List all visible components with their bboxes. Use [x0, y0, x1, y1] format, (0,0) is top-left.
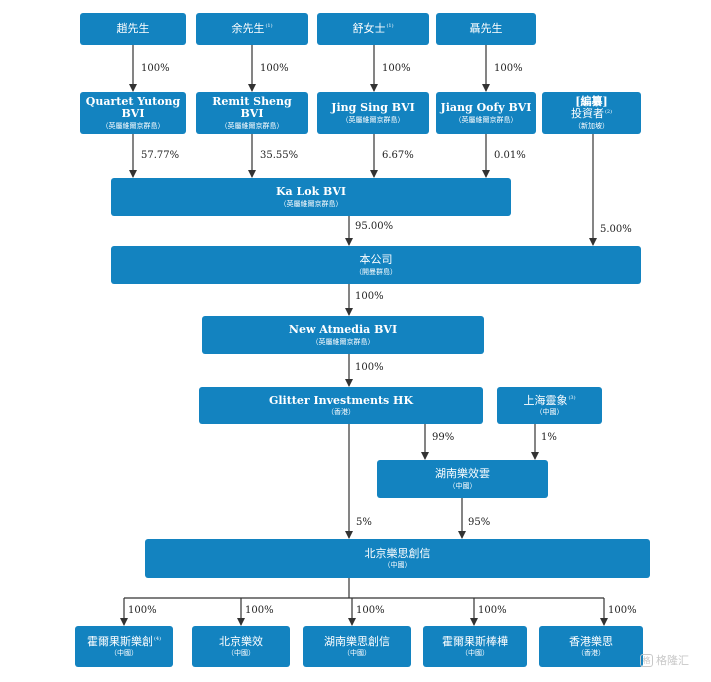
entity-jing-sing: Jing Sing BVI （英屬維爾京群島）: [317, 92, 429, 134]
entity-quartet-yutong: Quartet Yutong BVI （英屬維爾京群島）: [80, 92, 186, 134]
label-glitter-hunanyun: 99%: [432, 432, 455, 443]
subsidiary-5: 香港樂思 （香港）: [539, 626, 643, 667]
entity-company: 本公司 （開曼群島）: [111, 246, 641, 284]
shanghai-note: (3): [568, 395, 576, 401]
entity-remit-sheng: Remit Sheng BVI （英屬維爾京群島）: [196, 92, 308, 134]
jingsing-jurisdiction: （英屬維爾京群島）: [341, 115, 405, 124]
label-zhao-quartet: 100%: [141, 63, 170, 74]
entity-new-atmedia: New Atmedia BVI （英屬維爾京群島）: [202, 316, 484, 354]
entity-glitter: Glitter Investments HK （香港）: [199, 387, 483, 424]
label-hunanyun-beijing: 95%: [468, 517, 491, 528]
shanghai-name: 上海靈象: [523, 393, 568, 407]
label-company-newatmedia: 100%: [355, 291, 384, 302]
company-jurisdiction: （開曼群島）: [355, 267, 397, 276]
label-nie-jiangoofy: 100%: [494, 63, 523, 74]
entity-hunan-yun: 湖南樂效雲 （中國）: [377, 460, 548, 498]
person-yu-name: 余先生: [231, 21, 265, 35]
subsidiary-5-name: 香港樂思: [569, 634, 613, 648]
label-beijing-sub2: 100%: [245, 605, 274, 616]
label-jiangoofy-kalok: 0.01%: [494, 150, 526, 161]
subsidiary-2-name: 北京樂效: [219, 634, 263, 648]
label-glitter-beijing: 5%: [356, 517, 372, 528]
subsidiary-2: 北京樂效 （中國）: [192, 626, 290, 667]
label-investor-company: 5.00%: [600, 224, 632, 235]
person-shu: 舒女士(1): [317, 13, 429, 45]
entity-ka-lok: Ka Lok BVI （英屬維爾京群島）: [111, 178, 511, 216]
investor-note: (2): [604, 108, 613, 115]
subsidiary-1: 霍爾果斯樂創(4) （中國）: [75, 626, 173, 667]
person-zhao-name: 趙先生: [116, 21, 150, 35]
quartet-jurisdiction: （英屬維爾京群島）: [101, 122, 165, 131]
jingsing-name: Jing Sing BVI: [331, 101, 415, 115]
beijing-name: 北京樂思創信: [364, 546, 431, 560]
quartet-name-line2: BVI: [121, 107, 145, 121]
label-shu-jingsing: 100%: [382, 63, 411, 74]
jiangoofy-name: Jiang Oofy BVI: [440, 101, 532, 115]
investor-jurisdiction: （新加坡）: [574, 122, 609, 131]
kalok-name: Ka Lok BVI: [275, 185, 347, 199]
label-beijing-sub4: 100%: [478, 605, 507, 616]
entity-beijing: 北京樂思創信 （中國）: [145, 539, 650, 578]
subsidiary-1-name: 霍爾果斯樂創: [86, 634, 153, 648]
subsidiary-2-jurisdiction: （中國）: [227, 649, 255, 658]
label-jingsing-kalok: 6.67%: [382, 150, 414, 161]
label-beijing-sub5: 100%: [608, 605, 637, 616]
label-quartet-kalok: 57.77%: [141, 150, 180, 161]
remit-jurisdiction: （英屬維爾京群島）: [220, 122, 284, 131]
person-shu-name: 舒女士: [352, 21, 386, 35]
watermark-text: 格隆汇: [656, 654, 689, 667]
label-shanghai-hunanyun: 1%: [541, 432, 557, 443]
remit-name-line1: Remit Sheng: [212, 94, 292, 108]
entity-shanghai: 上海靈象(3) （中國）: [497, 387, 602, 424]
subsidiary-3-name: 湖南樂思創信: [324, 634, 390, 648]
company-name: 本公司: [359, 253, 393, 267]
label-remit-kalok: 35.55%: [260, 150, 299, 161]
person-nie-name: 聶先生: [469, 21, 503, 35]
subsidiary-3: 湖南樂思創信 （中國）: [303, 626, 411, 667]
quartet-name-line1: Quartet Yutong: [85, 94, 181, 108]
newatmedia-jurisdiction: （英屬維爾京群島）: [311, 337, 375, 346]
entity-jiang-oofy: Jiang Oofy BVI （英屬維爾京群島）: [436, 92, 536, 134]
entity-investor: [編纂] 投資者(2) （新加坡）: [542, 92, 641, 134]
person-shu-note: (1): [386, 23, 394, 30]
newatmedia-name: New Atmedia BVI: [288, 323, 398, 337]
watermark: 格 格隆汇: [640, 652, 689, 668]
beijing-jurisdiction: （中國）: [383, 561, 412, 570]
subsidiary-3-jurisdiction: （中國）: [343, 649, 371, 658]
subsidiary-4: 霍爾果斯棒樺 （中國）: [423, 626, 527, 667]
jiangoofy-jurisdiction: （英屬維爾京群島）: [454, 115, 518, 124]
glitter-jurisdiction: （香港）: [327, 408, 355, 417]
label-newatmedia-glitter: 100%: [355, 362, 384, 373]
shanghai-jurisdiction: （中國）: [535, 408, 564, 417]
person-nie: 聶先生: [436, 13, 536, 45]
person-yu-note: (1): [265, 23, 273, 30]
person-yu: 余先生(1): [196, 13, 308, 45]
subsidiary-1-note: (4): [153, 636, 162, 642]
subsidiary-1-jurisdiction: （中國）: [110, 649, 138, 658]
label-kalok-company: 95.00%: [355, 221, 394, 232]
investor-name-line2: 投資者: [570, 107, 604, 121]
person-zhao: 趙先生: [80, 13, 186, 45]
gelonghui-logo-icon: 格: [640, 653, 653, 667]
kalok-jurisdiction: （英屬維爾京群島）: [279, 199, 343, 208]
hunanyun-name: 湖南樂效雲: [435, 467, 490, 481]
subsidiary-4-jurisdiction: （中國）: [461, 649, 489, 658]
subsidiary-4-name: 霍爾果斯棒樺: [442, 634, 508, 648]
remit-name-line2: BVI: [240, 107, 264, 121]
glitter-name: Glitter Investments HK: [268, 393, 414, 407]
label-beijing-sub3: 100%: [356, 605, 385, 616]
label-yu-remit: 100%: [260, 63, 289, 74]
subsidiary-5-jurisdiction: （香港）: [577, 649, 605, 658]
hunanyun-jurisdiction: （中國）: [448, 481, 477, 490]
investor-name-line1: [編纂]: [575, 94, 608, 108]
label-beijing-sub1: 100%: [128, 605, 157, 616]
